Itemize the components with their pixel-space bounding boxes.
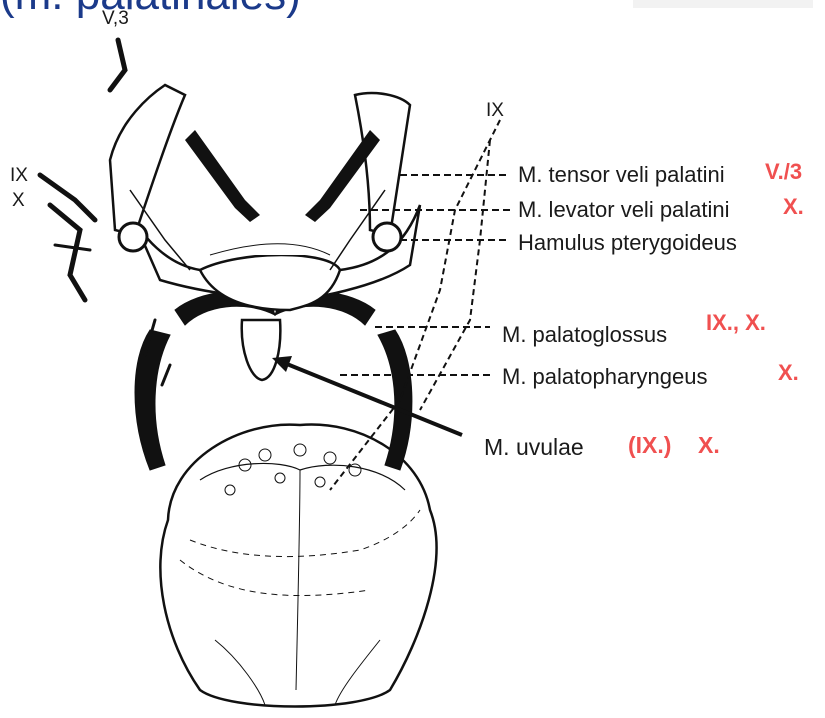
left-nerves	[40, 40, 170, 385]
uvulae-arrow	[272, 356, 462, 435]
nerve-label-v3: V,3	[102, 8, 129, 30]
levator-bands	[185, 130, 380, 222]
innervation-levator: X.	[783, 194, 804, 220]
label-hamulus-pterygoideus: Hamulus pterygoideus	[518, 230, 737, 256]
innervation-palatoglossus: IX., X.	[706, 310, 766, 336]
innervation-tensor: V./3	[765, 159, 802, 185]
label-tensor-veli-palatini: M. tensor veli palatini	[518, 162, 725, 188]
tensor-muscles	[110, 85, 410, 270]
nerve-label-x-left: X	[12, 190, 25, 212]
nerve-label-ix-right: IX	[486, 100, 504, 122]
uvula	[242, 320, 281, 380]
innervation-uvulae-x: X.	[698, 432, 720, 459]
innervation-uvulae-ix: (IX.)	[628, 432, 671, 459]
innervation-palatopharyngeus: X.	[778, 360, 799, 386]
label-palatoglossus: M. palatoglossus	[502, 322, 667, 348]
label-uvulae: M. uvulae	[484, 434, 584, 461]
label-palatopharyngeus: M. palatopharyngeus	[502, 364, 707, 390]
label-levator-veli-palatini: M. levator veli palatini	[518, 197, 730, 223]
nerve-label-ix-left: IX	[10, 165, 28, 187]
